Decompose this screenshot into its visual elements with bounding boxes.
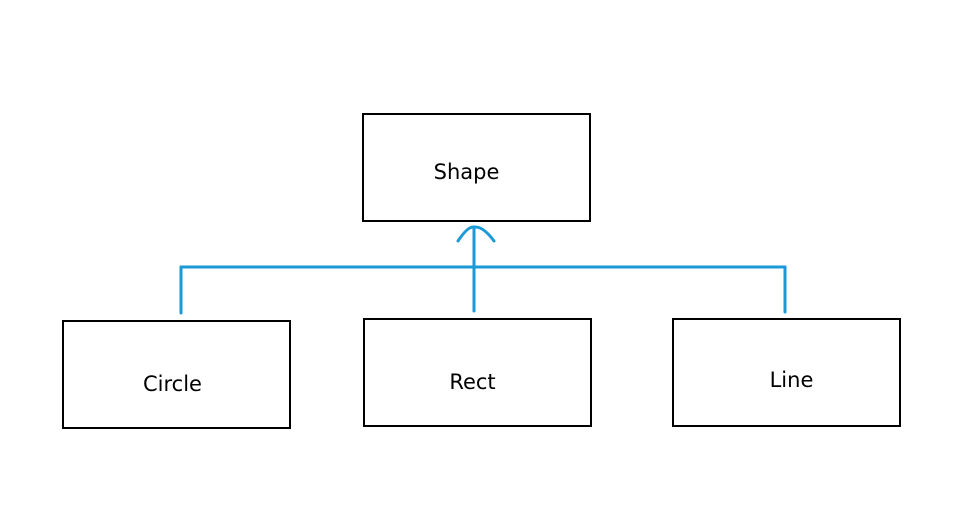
- shape-class-label: Shape: [433, 159, 500, 184]
- circle-class-box: Circle: [62, 320, 291, 429]
- shape-class-box: Shape: [362, 113, 591, 222]
- line-class-label: Line: [769, 367, 814, 392]
- circle-class-label: Circle: [143, 371, 202, 396]
- rect-class-label: Rect: [449, 369, 496, 394]
- rect-class-box: Rect: [363, 318, 592, 427]
- inheritance-arrowhead-icon: [456, 225, 496, 243]
- line-class-box: Line: [672, 318, 901, 427]
